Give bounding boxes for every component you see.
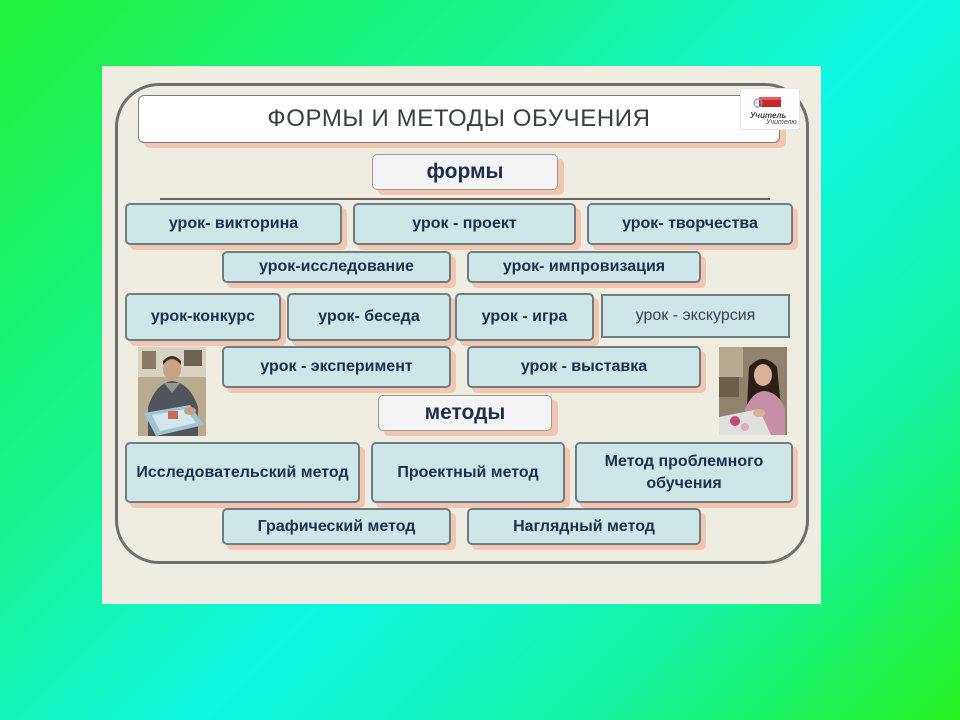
form-improvisation-lesson: урок- импровизация [467,251,701,283]
method-visual: Наглядный метод [467,508,701,545]
method-graphic: Графический метод [222,508,451,545]
form-contest-lesson: урок-конкурс [125,293,281,341]
form-excursion-lesson: урок - экскурсия [601,294,790,338]
methods-heading: методы [378,395,552,431]
form-game-lesson: урок - игра [455,293,594,341]
forms-heading: формы [372,154,558,190]
form-creativity-lesson: урок- творчества [587,203,793,245]
method-problem-learning: Метод проблемного обучения [575,442,793,503]
method-research: Исследовательский метод [125,442,360,503]
student-photo-right [719,347,787,435]
form-exhibition-lesson: урок - выставка [467,346,701,388]
book-icon [753,97,781,108]
slide: ФОРМЫ И МЕТОДЫ ОБУЧЕНИЯ Учитель Учителю … [102,66,821,604]
logo-line1: Учитель [750,111,787,120]
form-research-lesson: урок-исследование [222,251,451,283]
form-project-lesson: урок - проект [353,203,576,245]
form-conversation-lesson: урок- беседа [287,293,451,341]
method-project: Проектный метод [371,442,565,503]
logo-line2: Учителю [766,119,797,126]
logo: Учитель Учителю [740,88,800,130]
page-title: ФОРМЫ И МЕТОДЫ ОБУЧЕНИЯ [138,95,780,143]
form-experiment-lesson: урок - эксперимент [222,346,451,388]
divider [160,198,770,200]
student-photo-left [138,347,206,436]
form-quiz-lesson: урок- викторина [125,203,342,245]
rounded-frame [115,83,809,564]
